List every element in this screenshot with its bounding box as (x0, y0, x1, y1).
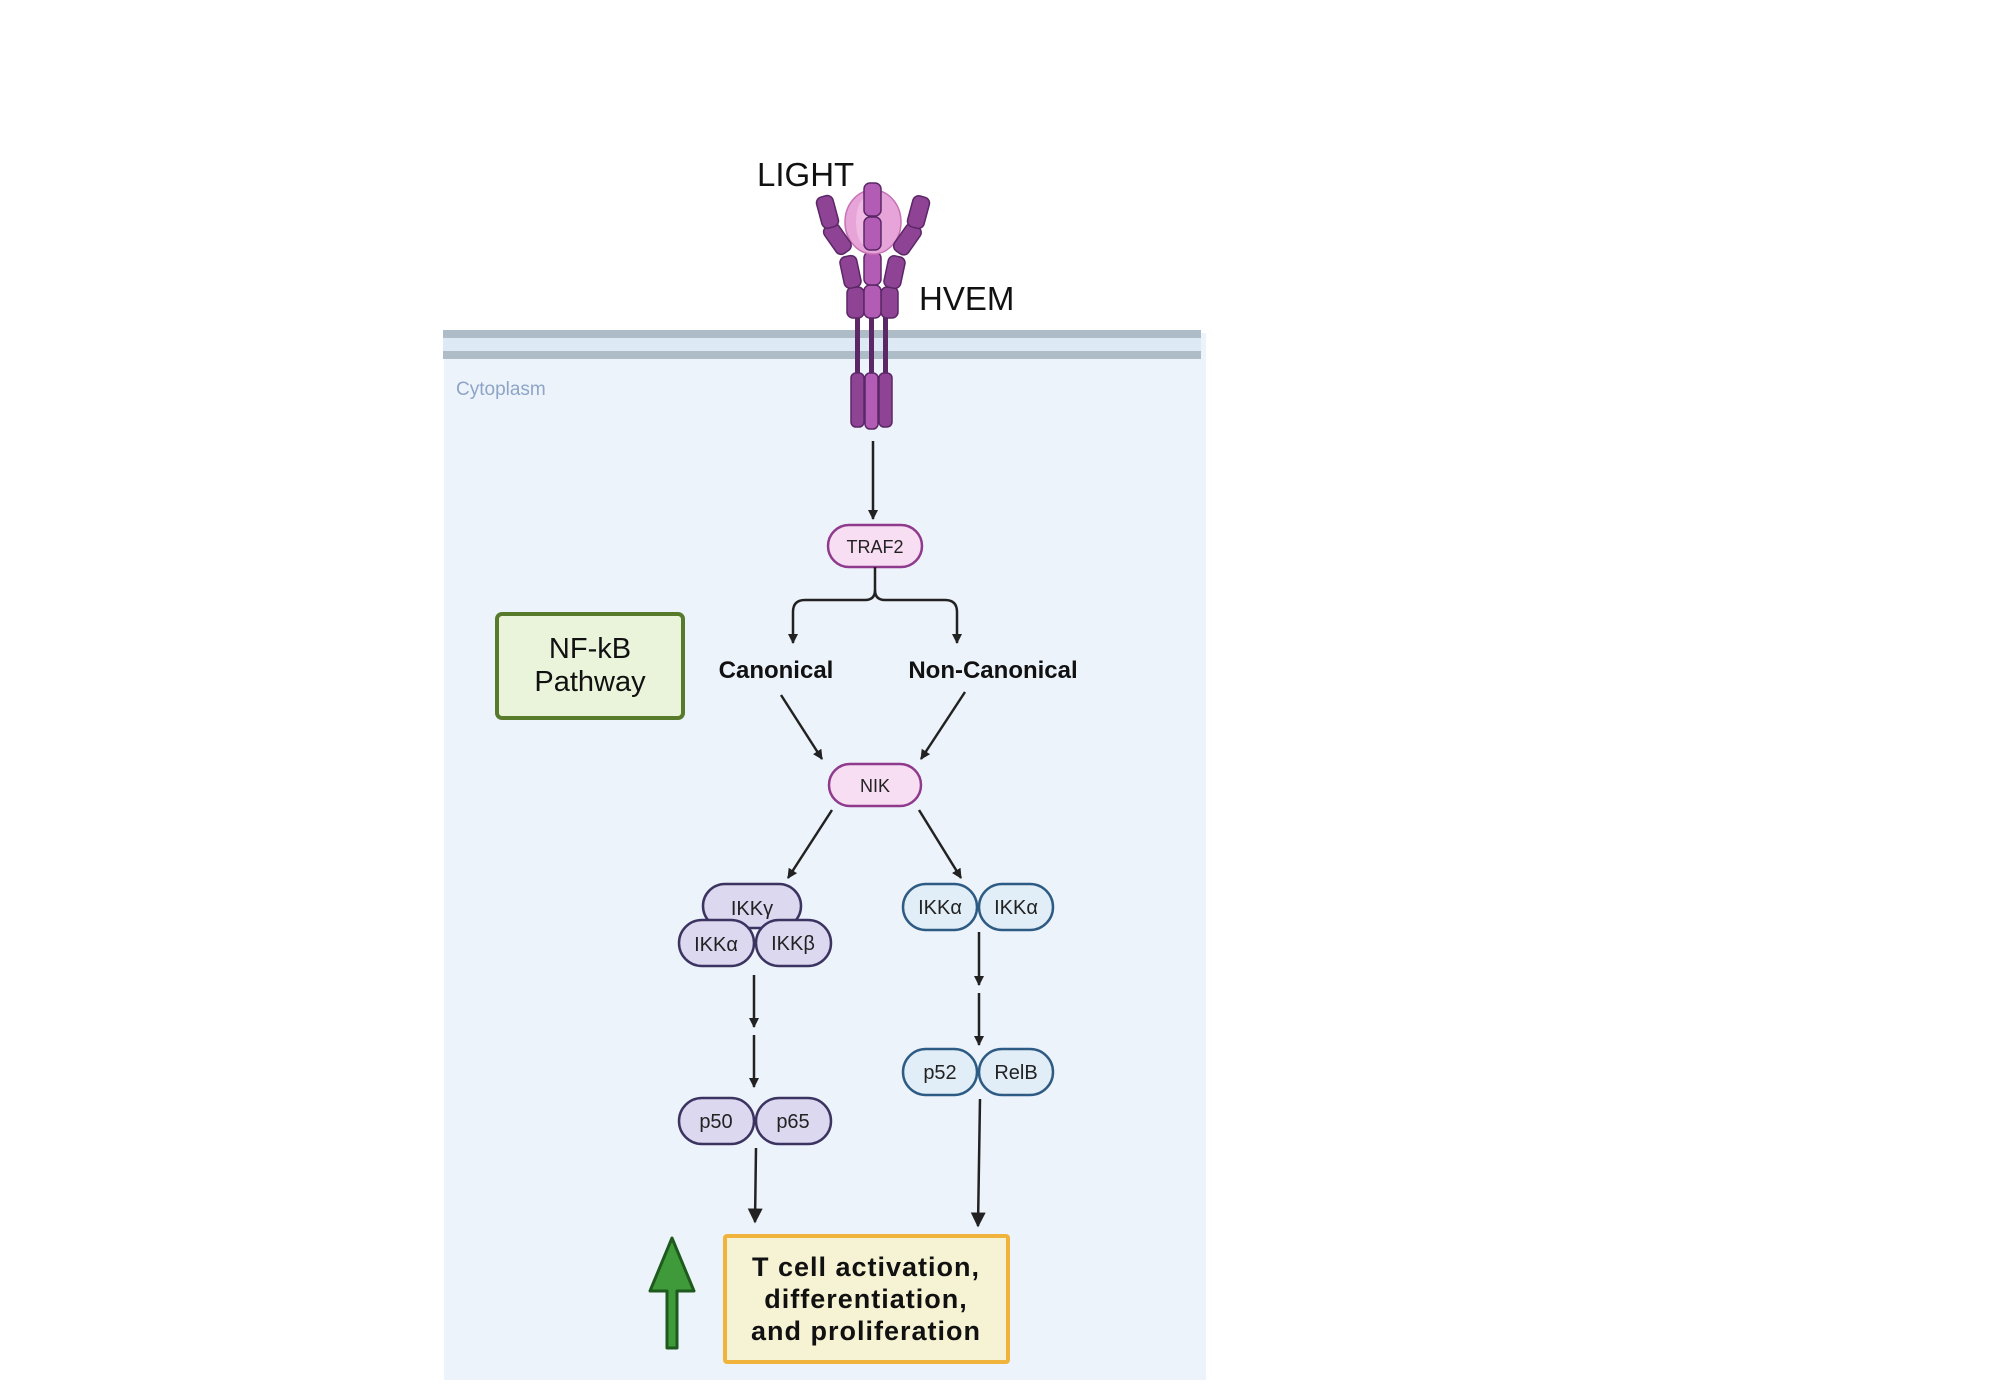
noncanonical-ikk-complex: IKKα IKKα (901, 882, 1055, 932)
outcome-box: T cell activation, differentiation, and … (723, 1234, 1010, 1364)
hvem-receptor-icon (839, 251, 906, 430)
svg-text:p52: p52 (923, 1062, 956, 1084)
receptor-label: HVEM (919, 280, 1014, 317)
ikk-alpha-node-2 (977, 882, 1055, 932)
nik-node: NIK (827, 762, 923, 808)
svg-text:IKKα: IKKα (994, 897, 1038, 919)
svg-text:IKKγ: IKKγ (731, 898, 773, 920)
svg-text:RelB: RelB (994, 1062, 1037, 1084)
arrow-p50p65-to-outcome (747, 1147, 763, 1224)
p50-node (677, 1096, 756, 1146)
nfkb-pathway-box: NF-kB Pathway (495, 612, 685, 720)
canonical-label: Canonical (719, 657, 834, 684)
cytoplasm-label: Cytoplasm (456, 379, 546, 400)
svg-text:Pathway: Pathway (534, 666, 646, 698)
svg-text:and proliferation: and proliferation (751, 1316, 981, 1346)
cell-membrane (443, 330, 1201, 359)
traf2-node: TRAF2 (826, 523, 924, 569)
p50-p65-dimer: p50 p65 (677, 1096, 833, 1146)
green-up-arrow-icon (648, 1236, 696, 1350)
svg-text:p50: p50 (699, 1111, 732, 1133)
ikk-beta-node (754, 918, 833, 968)
arrow-nik-to-canonical-complex (786, 809, 834, 879)
canonical-ikk-complex: IKKγ IKKα IKKβ (677, 882, 833, 968)
svg-text:differentiation,: differentiation, (764, 1284, 968, 1314)
branch-bracket-right (873, 589, 962, 644)
relb-node (977, 1047, 1055, 1097)
p65-node (754, 1096, 833, 1146)
ligand-label: LIGHT (757, 156, 854, 193)
ikk-gamma-node (701, 882, 803, 930)
svg-text:p65: p65 (776, 1111, 809, 1133)
svg-text:TRAF2: TRAF2 (846, 537, 903, 557)
arrow-noncanonical-to-nik (919, 691, 967, 760)
svg-text:T cell activation,: T cell activation, (752, 1252, 980, 1282)
svg-text:IKKα: IKKα (694, 934, 738, 956)
svg-text:IKKβ: IKKβ (771, 933, 815, 955)
non-canonical-label: Non-Canonical (908, 657, 1077, 684)
p52-relb-dimer: p52 RelB (901, 1047, 1055, 1097)
hvem-upper-domains (815, 182, 931, 256)
arrow-canonical-to-nik (779, 694, 824, 760)
svg-text:NIK: NIK (860, 776, 890, 796)
ikk-alpha-node (677, 918, 756, 968)
svg-text:NF-kB: NF-kB (549, 633, 631, 665)
svg-text:IKKα: IKKα (918, 897, 962, 919)
arrow-nik-to-noncanonical-complex (917, 809, 963, 879)
cytoplasm-region (444, 333, 1206, 1380)
ikk-alpha-node-1 (901, 882, 979, 932)
arrow-p52relb-to-outcome (970, 1098, 986, 1228)
p52-node (901, 1047, 979, 1097)
